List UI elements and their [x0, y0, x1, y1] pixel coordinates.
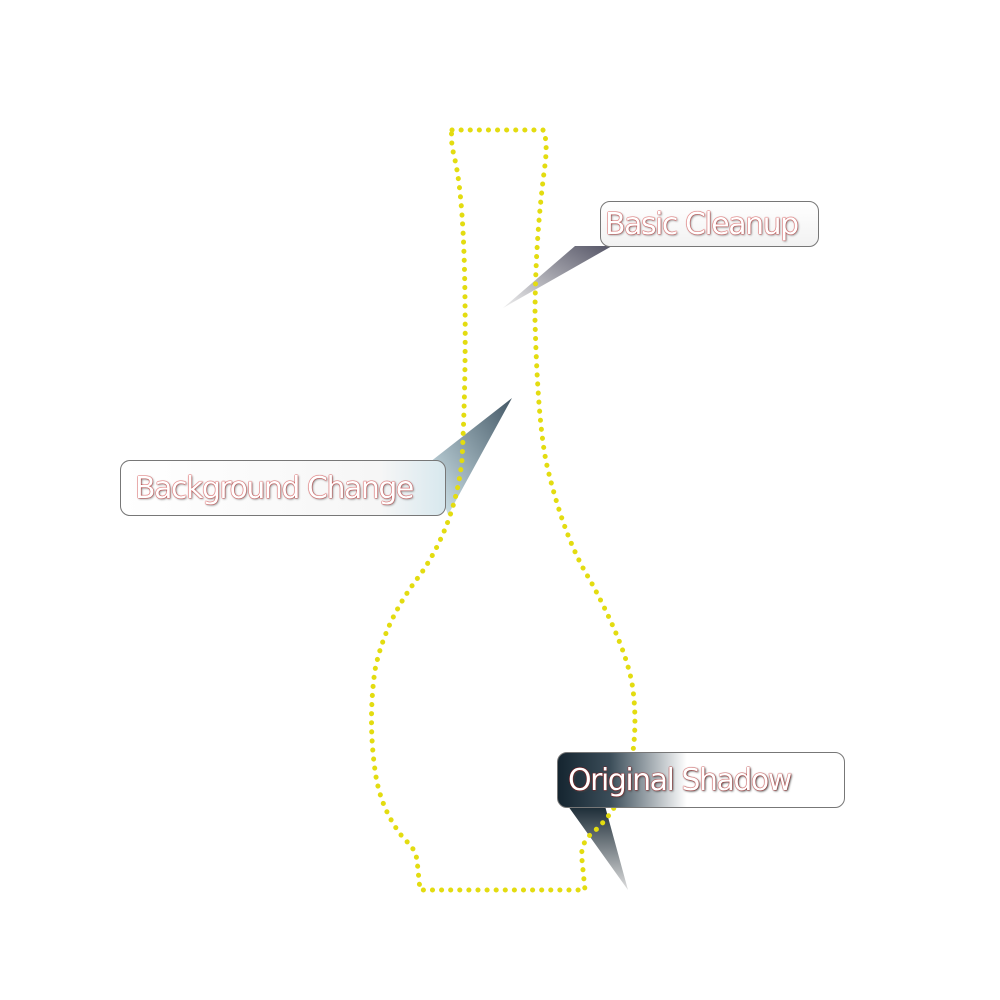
background-change-pointer — [430, 398, 512, 515]
callout-basic-cleanup: Basic Cleanup — [600, 201, 819, 247]
callout-background-change: Background Change — [120, 460, 446, 516]
basic-cleanup-pointer — [503, 246, 612, 308]
callout-original-shadow: Original Shadow — [557, 752, 845, 808]
callout-label: Original Shadow — [568, 762, 792, 798]
vase-outline — [369, 127, 638, 893]
callout-label: Basic Cleanup — [605, 206, 799, 242]
original-shadow-pointer — [568, 806, 628, 890]
callout-label: Background Change — [135, 470, 414, 506]
